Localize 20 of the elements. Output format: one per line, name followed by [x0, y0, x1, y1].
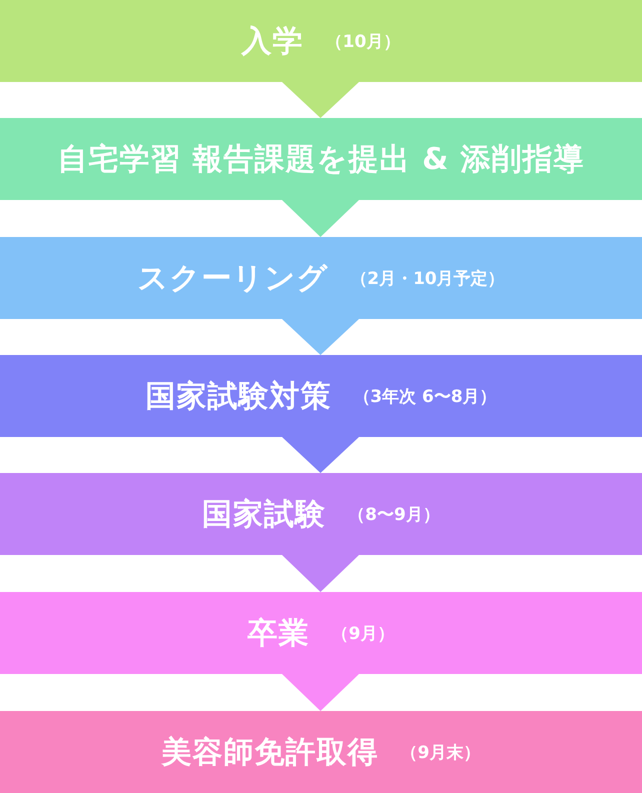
- step-title: 国家試験対策: [145, 378, 332, 416]
- step-date: （10月）: [326, 30, 400, 52]
- arrow: [282, 319, 359, 355]
- step-date: （8〜9月）: [348, 504, 440, 526]
- step-title: 入学: [242, 22, 304, 60]
- arrow: [282, 200, 359, 237]
- arrow: [282, 674, 359, 711]
- step-title: 国家試験: [202, 496, 326, 534]
- step-band: [0, 711, 642, 793]
- step-date: （3年次 6〜8月）: [353, 386, 497, 408]
- step-title: 自宅学習 報告課題を提出 & 添削指導: [57, 140, 585, 178]
- step-date: （9月）: [332, 622, 394, 644]
- step-title: スクーリング: [137, 260, 328, 298]
- arrow: [282, 82, 359, 118]
- arrow: [282, 555, 359, 592]
- step-title: 卒業: [248, 614, 310, 652]
- arrow: [282, 437, 359, 473]
- step-date: （9月末）: [400, 742, 480, 764]
- step-title: 美容師免許取得: [162, 734, 379, 772]
- step-date: （2月・10月予定）: [350, 268, 505, 290]
